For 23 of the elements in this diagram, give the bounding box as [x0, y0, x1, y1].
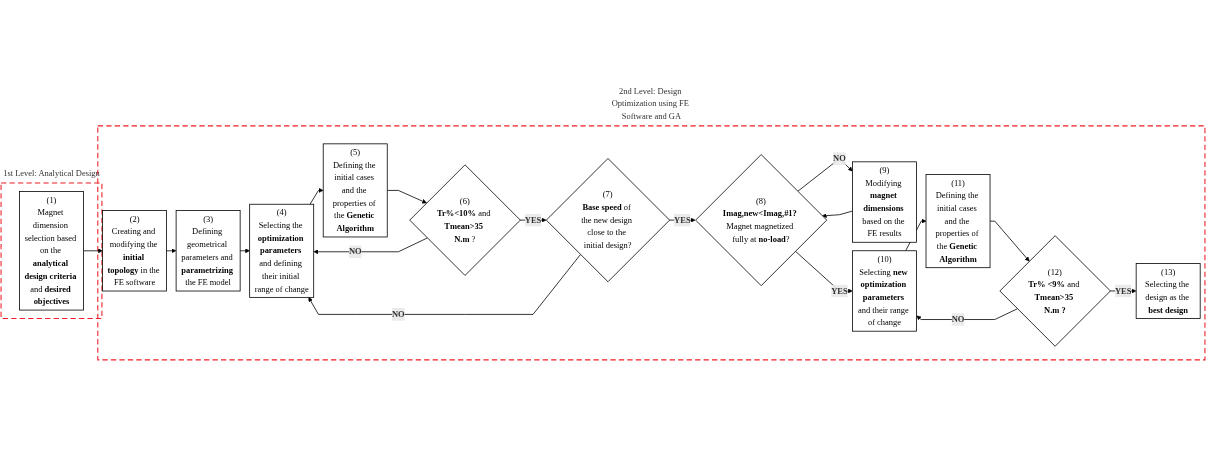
node-diamond: (8) Imag,new<Imag,#1? Magnet magnetized fully at no-load? [695, 154, 828, 287]
node-box: (3) Defining geometrical parameters and parametrizing the FE model [175, 210, 241, 292]
node-box: (2) Creating and modifying the initial topology in the FE software [102, 210, 167, 292]
edge-label: YES [831, 286, 848, 296]
edge-label: NO [348, 247, 362, 257]
node-diamond: (6) Tr%<10% and Tmean>35 N.m ? [409, 164, 521, 276]
node-box: (5) Defining the initial cases and the properties of the Genetic Algorithm [322, 143, 388, 238]
edge-label: YES [674, 215, 691, 225]
node-box: (1) Magnet dimension selection based on the analytical design criteria and desired objectives [19, 191, 84, 311]
node-box: (13) Selecting the design as the best design [1135, 263, 1201, 319]
node-box: (11) Defining the initial cases and the properties of the Genetic Algorithm [925, 174, 991, 269]
node-label: 2nd Level: Design Optimization using FE Software and GA [611, 86, 689, 121]
node-diamond: (12) Tr% <9% and Tmean>35 N.m ? [999, 235, 1111, 347]
edge-label: YES [1114, 286, 1132, 296]
edge-label: YES [524, 215, 542, 225]
node-box: (9) Modifying magnet dimensions based on the FE results [852, 161, 917, 243]
node-label: 1st Level: Analytical Design [3, 168, 100, 178]
edge-label: NO [951, 314, 965, 324]
node-box: (10) Selecting new optimization parameters and their range of change [852, 250, 917, 332]
edge-label: NO [392, 309, 405, 319]
node-box: (4) Selecting the optimization parameters and defining their initial range of change [249, 203, 315, 298]
edge-label: NO [833, 153, 846, 163]
node-diamond: (7) Base speed of the new design close to the initial design? [545, 158, 670, 283]
